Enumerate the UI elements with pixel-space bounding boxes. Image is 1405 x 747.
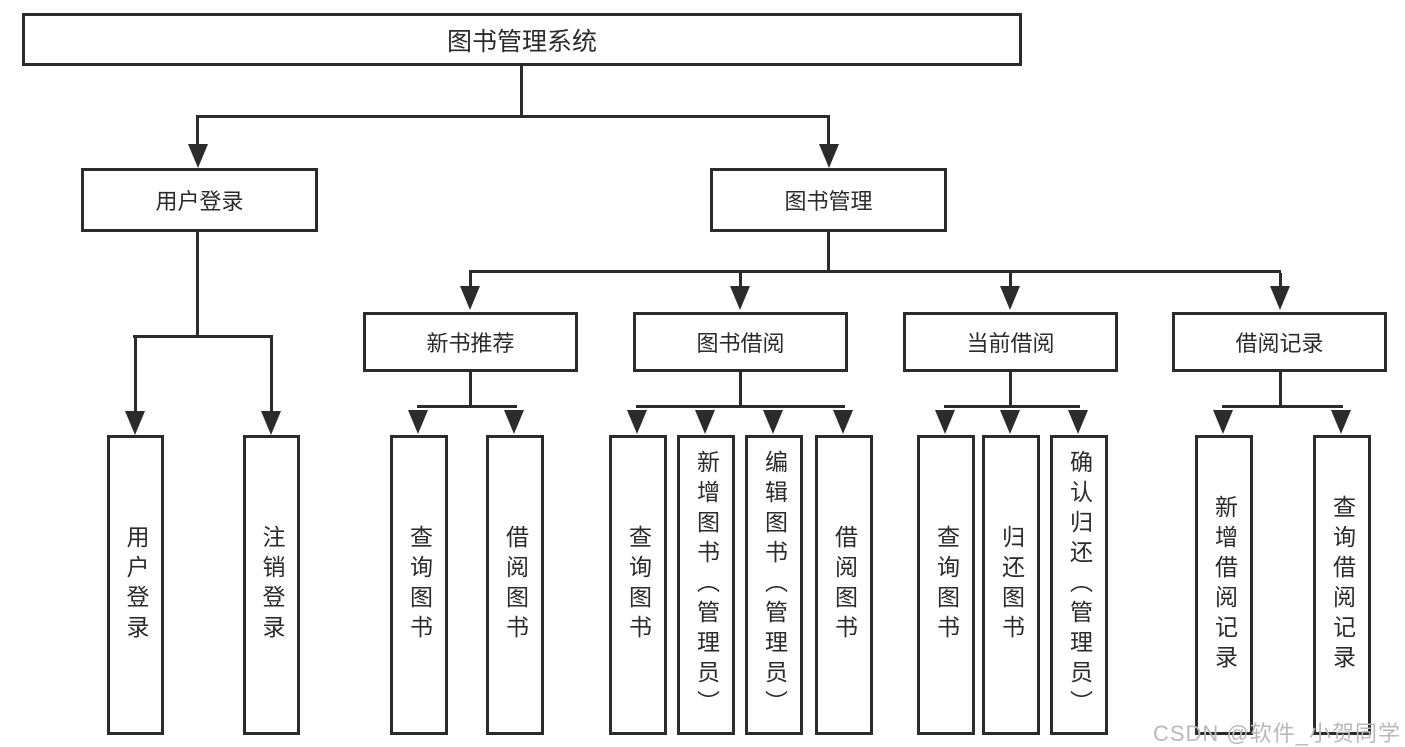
- leaf-query-book-3: 查询图书: [917, 435, 975, 735]
- node-root: 图书管理系统: [22, 13, 1022, 66]
- connector-current-borrow-rail: [944, 405, 1080, 408]
- leaf-edit-book-admin-label: 编辑图书（管理员）: [761, 450, 788, 720]
- leaf-query-book-2: 查询图书: [609, 435, 667, 735]
- arrow-down-icon: [833, 410, 853, 434]
- leaf-user-login-label: 用户登录: [123, 525, 149, 645]
- leaf-user-login: 用户登录: [107, 435, 164, 735]
- connector-l2-rail: [196, 115, 830, 118]
- arrow-down-icon: [460, 286, 480, 310]
- connector-user-login-rail: [133, 335, 273, 338]
- connector-user-login-drop-1: [134, 338, 137, 411]
- connector-book-borrow-stem: [739, 372, 742, 407]
- leaf-return-book: 归还图书: [982, 435, 1040, 735]
- node-new-book-recommend-label: 新书推荐: [426, 331, 515, 356]
- leaf-add-book-admin: 新增图书（管理员）: [677, 435, 735, 735]
- leaf-query-book-2-label: 查询图书: [625, 525, 652, 645]
- connector-borrow-record-rail: [1222, 405, 1343, 408]
- node-borrow-record-label: 借阅记录: [1235, 331, 1324, 356]
- arrow-down-icon: [763, 410, 783, 434]
- connector-user-login-drop-2: [270, 338, 273, 411]
- csdn-watermark: CSDN @软件_小贺同学: [1152, 721, 1401, 746]
- leaf-return-book-label: 归还图书: [998, 525, 1025, 645]
- leaf-confirm-return-admin: 确认归还（管理员）: [1050, 435, 1108, 735]
- leaf-add-borrow-record-label: 新增借阅记录: [1211, 495, 1238, 675]
- arrow-down-icon: [1000, 410, 1020, 434]
- arrow-down-icon: [261, 411, 281, 435]
- arrow-down-icon: [1331, 410, 1351, 434]
- leaf-add-book-admin-label: 新增图书（管理员）: [693, 450, 720, 720]
- connector-l2-drop-right: [827, 118, 830, 146]
- node-root-label: 图书管理系统: [446, 27, 597, 56]
- arrow-down-icon: [730, 286, 750, 310]
- connector-user-login-stem: [196, 232, 199, 335]
- node-book-management-label: 图书管理: [784, 189, 873, 214]
- connector-l2-drop-left: [196, 118, 199, 146]
- arrow-down-icon: [408, 410, 428, 434]
- arrow-down-icon: [935, 410, 955, 434]
- connector-l3-rail: [469, 270, 1281, 273]
- connector-book-borrow-rail: [636, 405, 845, 408]
- node-borrow-record: 借阅记录: [1172, 312, 1387, 372]
- arrow-down-icon: [627, 410, 647, 434]
- node-current-borrow-label: 当前借阅: [966, 331, 1055, 356]
- leaf-add-borrow-record: 新增借阅记录: [1195, 435, 1253, 735]
- connector-l3-drop-2: [739, 273, 742, 286]
- leaf-borrow-book-2: 借阅图书: [815, 435, 873, 735]
- connector-current-borrow-stem: [1009, 372, 1012, 407]
- node-new-book-recommend: 新书推荐: [363, 312, 578, 372]
- arrow-down-icon: [1068, 410, 1088, 434]
- arrow-down-icon: [504, 410, 524, 434]
- leaf-borrow-book-1-label: 借阅图书: [502, 525, 529, 645]
- leaf-borrow-book-1: 借阅图书: [486, 435, 544, 735]
- arrow-down-icon: [819, 144, 839, 168]
- node-user-login-label: 用户登录: [155, 189, 244, 214]
- connector-borrow-record-stem: [1279, 372, 1282, 407]
- arrow-down-icon: [1213, 410, 1233, 434]
- leaf-edit-book-admin: 编辑图书（管理员）: [745, 435, 803, 735]
- connector-l3-drop-3: [1009, 273, 1012, 286]
- arrow-down-icon: [125, 411, 145, 435]
- leaf-logout-label: 注销登录: [259, 525, 285, 645]
- node-book-borrow-label: 图书借阅: [696, 331, 785, 356]
- arrow-down-icon: [1000, 286, 1020, 310]
- leaf-logout: 注销登录: [243, 435, 300, 735]
- connector-l3-drop-4: [1279, 273, 1282, 286]
- arrow-down-icon: [1270, 286, 1290, 310]
- arrow-down-icon: [695, 410, 715, 434]
- connector-book-mgmt-stem: [827, 232, 830, 272]
- leaf-query-borrow-record: 查询借阅记录: [1313, 435, 1371, 735]
- node-current-borrow: 当前借阅: [903, 312, 1118, 372]
- leaf-confirm-return-admin-label: 确认归还（管理员）: [1066, 450, 1093, 720]
- connector-l3-drop-1: [469, 273, 472, 286]
- leaf-query-book-1-label: 查询图书: [406, 525, 433, 645]
- node-book-management: 图书管理: [710, 168, 947, 232]
- connector-new-book-stem: [469, 372, 472, 407]
- node-book-borrow: 图书借阅: [633, 312, 848, 372]
- leaf-query-book-3-label: 查询图书: [933, 525, 960, 645]
- arrow-down-icon: [188, 144, 208, 168]
- leaf-query-borrow-record-label: 查询借阅记录: [1329, 495, 1356, 675]
- leaf-borrow-book-2-label: 借阅图书: [831, 525, 858, 645]
- connector-root-stem: [520, 66, 523, 117]
- connector-new-book-rail: [417, 405, 517, 408]
- leaf-query-book-1: 查询图书: [390, 435, 448, 735]
- node-user-login: 用户登录: [81, 168, 318, 232]
